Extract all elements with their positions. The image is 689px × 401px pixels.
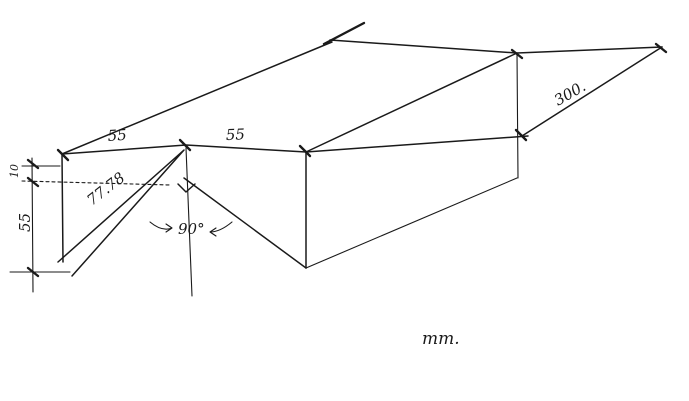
top-width-right-label: 55 bbox=[226, 125, 246, 144]
front-top-edge bbox=[61, 135, 529, 155]
small-height-label: 10 bbox=[8, 164, 21, 178]
bottom-depth-edge bbox=[305, 177, 518, 269]
left-vertical-edge bbox=[61, 153, 64, 263]
tick-back-top bbox=[510, 48, 524, 60]
slant-length-label: 77.78 bbox=[83, 169, 128, 210]
tick-top-mid bbox=[178, 138, 192, 152]
tick-height-mid bbox=[26, 176, 40, 188]
back-vertical-edge bbox=[516, 52, 519, 179]
left-depth-edge bbox=[61, 41, 333, 155]
v-groove-profile bbox=[57, 149, 185, 277]
center-line bbox=[185, 147, 193, 297]
angle-arrow-right bbox=[209, 221, 233, 237]
unit-label: mm. bbox=[422, 329, 460, 349]
rear-tick-mark bbox=[322, 21, 366, 46]
length-dimension-line bbox=[521, 46, 663, 137]
right-angle-marker bbox=[177, 183, 196, 193]
tick-height-bottom bbox=[26, 266, 40, 278]
height-label: 55 bbox=[16, 213, 34, 232]
v-groove-right bbox=[183, 177, 307, 269]
tick-top-left bbox=[56, 148, 70, 162]
tick-far-corner bbox=[654, 42, 668, 54]
rear-top-edge bbox=[329, 39, 663, 54]
tick-top-right bbox=[298, 144, 312, 158]
tick-height-top bbox=[26, 158, 40, 170]
right-depth-edge bbox=[305, 52, 518, 153]
angle-label: 90° bbox=[178, 220, 205, 238]
tick-right-edge bbox=[514, 128, 528, 142]
top-width-left-label: 55 bbox=[107, 126, 127, 145]
height-ext-mid bbox=[21, 180, 171, 186]
angle-arrow-left bbox=[149, 221, 173, 233]
